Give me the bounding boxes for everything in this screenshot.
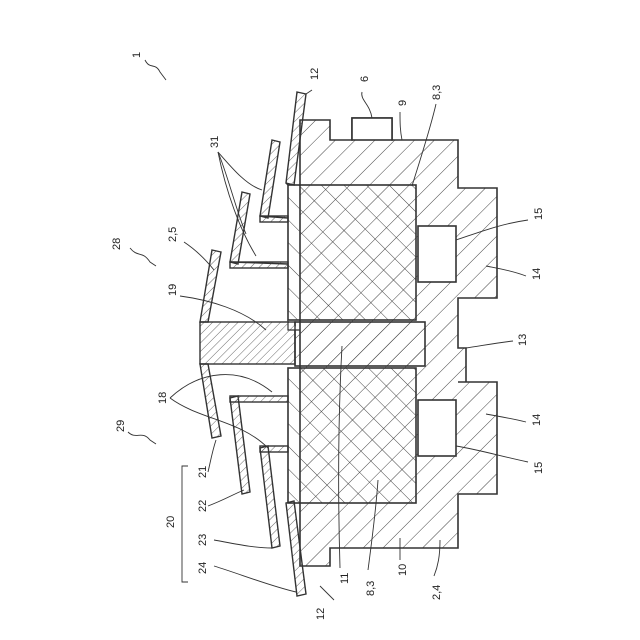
label-8-3-bottom: 8,3 (365, 581, 377, 596)
label-29: 29 (115, 420, 127, 432)
label-31: 31 (209, 136, 221, 148)
label-1: 1 (131, 52, 143, 58)
label-12-top: 12 (309, 68, 321, 80)
part-6 (352, 118, 392, 140)
upper-pocket (418, 226, 456, 282)
label-24: 24 (197, 562, 209, 574)
label-13: 13 (517, 334, 529, 346)
label-8-3-top: 8,3 (431, 85, 443, 100)
center-separator (295, 322, 425, 366)
label-23: 23 (197, 534, 209, 546)
label-15-top: 15 (533, 208, 545, 220)
label-2-4: 2,4 (431, 585, 443, 600)
label-9: 9 (397, 100, 409, 106)
label-2-5: 2,5 (167, 227, 179, 242)
upper-coil (288, 185, 416, 320)
label-28: 28 (111, 238, 123, 250)
label-10: 10 (397, 564, 409, 576)
lower-pocket (418, 400, 456, 456)
label-20: 20 (165, 516, 177, 528)
label-14-top: 14 (531, 268, 543, 280)
lower-coil (288, 368, 416, 503)
label-14-bottom: 14 (531, 414, 543, 426)
label-12-bottom: 12 (315, 608, 327, 620)
label-6: 6 (359, 76, 371, 82)
central-stem (200, 322, 295, 364)
label-19: 19 (167, 284, 179, 296)
label-15-bottom: 15 (533, 462, 545, 474)
label-21: 21 (197, 466, 209, 478)
label-18: 18 (157, 392, 169, 404)
label-22: 22 (197, 500, 209, 512)
label-11: 11 (339, 573, 351, 584)
